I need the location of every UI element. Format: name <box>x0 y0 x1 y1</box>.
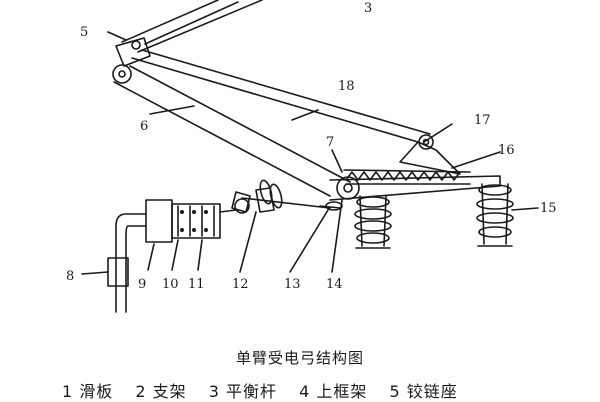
legend-item-5: 5 铰链座 <box>389 382 458 401</box>
cylinder-assembly <box>145 199 237 243</box>
air-pipe <box>115 213 147 313</box>
spring-bracket <box>399 141 461 175</box>
callout-8: 8 <box>66 269 74 284</box>
link-13 <box>319 205 341 209</box>
callout-7: 7 <box>326 135 334 150</box>
valve-8 <box>107 257 129 287</box>
insulator-12 <box>241 179 331 213</box>
callout-14: 14 <box>326 277 343 292</box>
upper-frame <box>121 0 263 53</box>
insulator-left <box>354 195 392 249</box>
callout-6: 6 <box>140 119 148 134</box>
callout-5: 5 <box>80 25 88 40</box>
callout-11: 11 <box>188 277 205 292</box>
legend-item-4: 4 上框架 <box>299 382 368 401</box>
base-frame <box>329 175 501 201</box>
spring-17 <box>345 171 461 181</box>
callout-12: 12 <box>232 277 249 292</box>
legend-row: 1 滑板 2 支架 3 平衡杆 4 上框架 5 铰链座 <box>62 378 474 402</box>
legend-item-2: 2 支架 <box>135 382 187 401</box>
callout-17: 17 <box>474 113 491 128</box>
main-hinge <box>336 176 360 200</box>
callout-16: 16 <box>498 143 515 158</box>
legend-item-1: 1 滑板 <box>62 382 114 401</box>
insulator-15 <box>476 183 514 247</box>
callout-18: 18 <box>338 79 355 94</box>
callout-3: 3 <box>364 1 372 16</box>
callout-9: 9 <box>138 277 146 292</box>
callout-10: 10 <box>162 277 179 292</box>
balance-rod <box>131 49 431 143</box>
diagram-title: 单臂受电弓结构图 <box>235 349 364 367</box>
hinge-pin-top <box>112 64 132 84</box>
lower-arm <box>113 65 351 197</box>
callout-13: 13 <box>284 277 301 292</box>
legend-item-3: 3 平衡杆 <box>208 382 278 401</box>
callout-15: 15 <box>540 201 557 216</box>
